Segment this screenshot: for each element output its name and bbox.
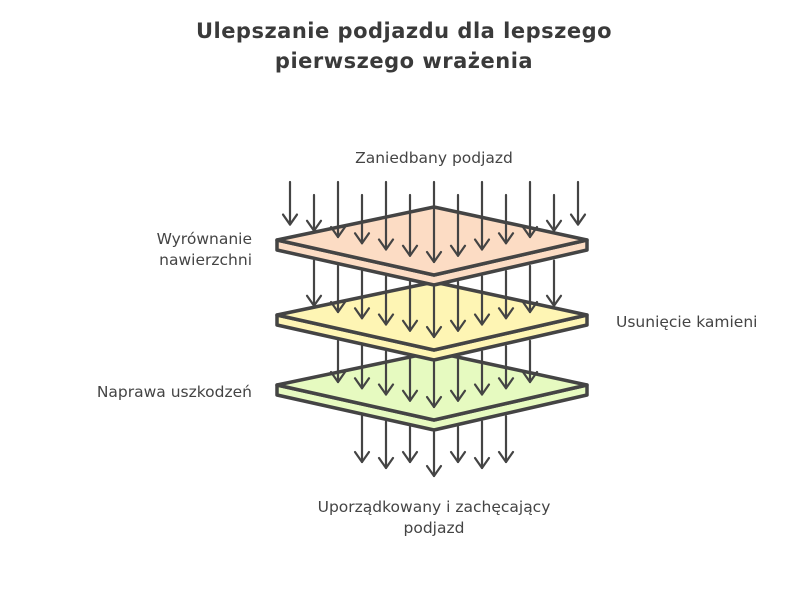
layer3-label: Naprawa uszkodzeń: [96, 383, 252, 401]
arrow-head: [353, 377, 371, 390]
arrow-head: [521, 300, 539, 314]
layer1-surface: [275, 205, 589, 277]
arrow-head: [353, 450, 371, 464]
arrow-head: [425, 250, 443, 264]
arrow-head: [449, 244, 467, 257]
layer1-label-line2: nawierzchni: [159, 251, 252, 269]
layer2-label: Usunięcie kamieni: [616, 313, 758, 331]
arrow-head: [449, 389, 467, 402]
arrow-head: [473, 238, 491, 251]
arrow-head: [497, 232, 515, 245]
input-label: Zaniedbany podjazd: [355, 149, 513, 167]
arrow-head: [545, 219, 563, 232]
arrow-head: [353, 307, 371, 320]
output-label: Uporządkowany i zachęcający podjazd: [0, 497, 808, 539]
arrow-head: [545, 294, 563, 307]
arrow-head: [425, 464, 443, 478]
output-label-line2: podjazd: [403, 519, 465, 537]
arrow-head: [377, 383, 395, 396]
arrow-head: [401, 389, 419, 402]
arrow-head: [329, 370, 347, 384]
layer1-label: Wyrównanie nawierzchni: [157, 229, 252, 271]
arrow-head: [305, 294, 323, 307]
arrow-head: [401, 450, 419, 464]
arrow-head: [353, 232, 371, 245]
output-label-line1: Uporządkowany i zachęcający: [317, 498, 551, 516]
arrow-head: [473, 383, 491, 396]
arrow-head: [425, 325, 443, 339]
arrow-head: [521, 225, 539, 239]
layer3-surface: [275, 350, 589, 422]
arrow-head: [497, 307, 515, 320]
arrow-head: [473, 456, 491, 470]
arrow-head: [281, 213, 299, 226]
arrow-head: [329, 300, 347, 314]
arrow-head: [305, 219, 323, 232]
arrow-head: [569, 213, 587, 226]
arrow-head: [497, 450, 515, 464]
arrow-head: [377, 456, 395, 470]
diagram-title: Ulepszanie podjazdu dla lepszego pierwsz…: [0, 16, 808, 76]
layer1-label-line1: Wyrównanie: [156, 230, 252, 248]
layer2-surface: [275, 280, 589, 352]
arrow-head: [377, 313, 395, 326]
arrow-head: [497, 377, 515, 390]
arrow-head: [449, 450, 467, 464]
arrow-head: [425, 395, 443, 409]
title-line-1: Ulepszanie podjazdu dla lepszego: [195, 19, 613, 43]
arrow-head: [401, 319, 419, 332]
arrow-head: [377, 238, 395, 251]
arrow-head: [521, 370, 539, 384]
arrow-head: [401, 244, 419, 257]
arrow-head: [473, 313, 491, 326]
title-line-2: pierwszego wrażenia: [274, 49, 534, 73]
arrow-head: [329, 225, 347, 239]
arrow-head: [449, 319, 467, 332]
